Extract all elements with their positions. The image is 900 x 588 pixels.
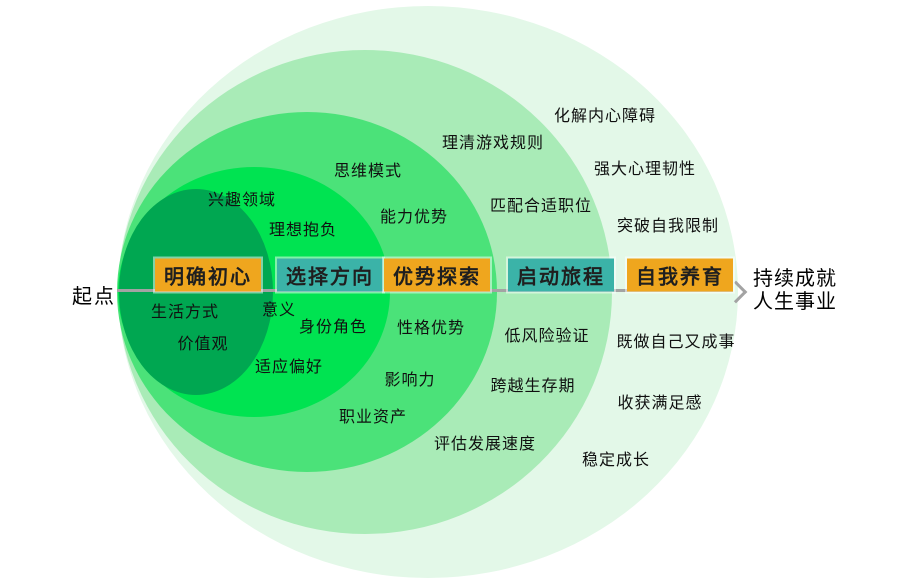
satellite-label: 职业资产 [338,409,408,426]
axis-end-label-line1: 持续成就 [753,268,837,290]
satellite-label: 性格优势 [396,320,466,337]
satellite-label: 兴趣领域 [207,192,277,209]
satellite-label: 身份角色 [298,319,368,336]
stage-button-5: 自我养育 [627,258,733,292]
stage-button-2: 选择方向 [277,258,383,292]
stage-button-1: 明确初心 [155,258,261,292]
stage-button-3: 优势探索 [384,258,490,292]
satellite-label: 低风险验证 [504,328,590,345]
ring-1-innermost [119,189,273,395]
satellite-label: 理想抱负 [268,222,338,239]
satellite-label: 收获满足感 [617,395,703,412]
satellite-label: 化解内心障碍 [553,108,657,125]
satellite-label: 强大心理韧性 [593,161,697,178]
stage-button-4: 启动旅程 [508,258,614,292]
satellite-label: 生活方式 [150,304,220,321]
satellite-label: 匹配合适职位 [489,198,593,215]
satellite-label: 意义 [261,302,297,319]
satellite-label: 适应偏好 [254,359,324,376]
axis-start-label: 起点 [72,286,116,308]
axis-end-label: 持续成就 人生事业 [753,268,837,314]
satellite-label: 理清游戏规则 [441,135,545,152]
axis-end-label-line2: 人生事业 [753,291,837,313]
satellite-label: 突破自我限制 [616,218,720,235]
satellite-label: 能力优势 [379,209,449,226]
satellite-label: 价值观 [177,336,229,353]
satellite-label: 评估发展速度 [433,436,537,453]
satellite-label: 既做自己又成事 [616,334,736,351]
satellite-label: 跨越生存期 [490,378,576,395]
satellite-label: 稳定成长 [581,452,651,469]
satellite-label: 影响力 [384,372,436,389]
satellite-label: 思维模式 [333,163,403,180]
